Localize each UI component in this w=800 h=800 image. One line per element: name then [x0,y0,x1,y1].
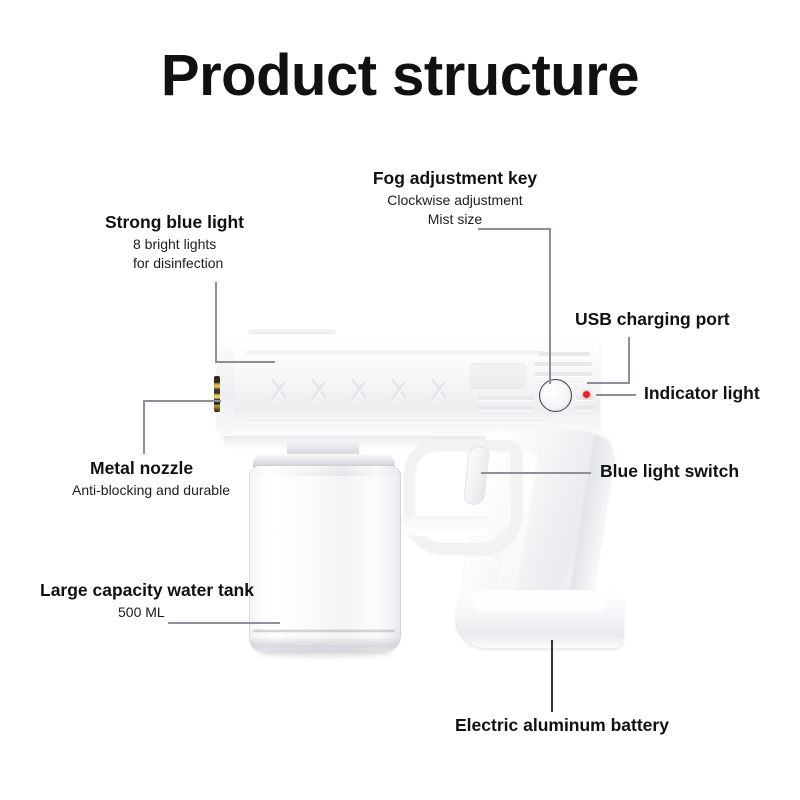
tank-bottom [249,636,399,654]
trigger-guard [404,440,522,554]
chevron-icon [432,371,454,405]
leader-line-metal-nozzle-vertical [143,400,145,454]
rear-rib [534,372,592,376]
callout-strong-blue-light-sub2: for disinfection [133,255,224,272]
leader-line-blue-light-switch [481,472,591,474]
chevron-icon [352,371,374,405]
tank-bottom-line [253,630,395,632]
leader-line-usb-vertical [628,337,630,383]
tank-drop-shadow [256,650,394,657]
rear-rib [574,406,594,410]
fog-adjustment-knob[interactable] [539,379,572,412]
callout-strong-blue-light-sub1: 8 bright lights [133,236,217,253]
barrel-groove-bottom [245,418,545,424]
leader-line-water-tank [168,622,280,624]
callout-fog-adjustment-key-sub2: Mist size [427,211,483,228]
callout-usb-charging-port-label: USB charging port [575,309,730,329]
callout-blue-light-switch-label: Blue light switch [600,461,740,481]
barrel-front-cap [216,346,234,434]
rear-rib [478,396,534,400]
metal-nozzle [214,376,220,412]
callout-electric-aluminum-battery-label: Electric aluminum battery [455,715,669,735]
rear-rib [576,396,594,400]
chevron-icon [272,371,294,405]
callout-indicator-light-label: Indicator light [644,383,760,403]
callout-metal-nozzle: Metal nozzle Anti-blocking and durable [72,458,230,500]
callout-metal-nozzle-label: Metal nozzle [90,458,194,478]
rear-rib [534,362,592,366]
battery-highlight [474,600,606,612]
callout-metal-nozzle-sub1: Anti-blocking and durable [72,482,230,499]
chevron-icon [312,371,334,405]
indicator-light-dot [583,391,590,398]
callout-strong-blue-light: Strong blue light 8 bright lights for di… [105,212,244,273]
callout-water-tank: Large capacity water tank 500 ML [40,580,254,622]
callout-water-tank-sub1: 500 ML [118,604,165,621]
leader-line-strong-blue-light-horizontal [215,361,275,363]
tank-gloss-highlight [268,474,284,642]
callout-fog-adjustment-key-label: Fog adjustment key [372,168,538,188]
trigger-guard-underside [398,516,490,536]
callout-usb-charging-port: USB charging port [575,309,730,330]
leader-line-indicator-light [596,394,636,396]
leader-line-strong-blue-light-vertical [215,282,217,362]
rear-panel [470,363,526,389]
callout-blue-light-switch: Blue light switch [600,461,739,482]
chevron-icon [392,371,414,405]
callout-fog-adjustment-key-sub1: Clockwise adjustment [387,192,523,209]
barrel-groove-top [245,350,545,356]
callout-electric-aluminum-battery: Electric aluminum battery [455,715,669,736]
callout-indicator-light: Indicator light [644,383,760,404]
leader-line-fog-key-horizontal [478,228,550,230]
rear-rib [538,352,590,356]
callout-water-tank-label: Large capacity water tank [40,580,254,600]
callout-strong-blue-light-label: Strong blue light [105,212,245,232]
rear-rib [478,406,534,410]
leader-line-fog-key-vertical [549,228,551,384]
leader-line-usb-horizontal [587,382,630,384]
page-title: Product structure [160,43,640,108]
electric-aluminum-battery-base [456,590,624,648]
callout-fog-adjustment-key: Fog adjustment key Clockwise adjustment … [330,168,580,229]
leader-line-metal-nozzle-horizontal [143,400,221,402]
leader-line-electric-aluminum-battery [551,640,553,712]
